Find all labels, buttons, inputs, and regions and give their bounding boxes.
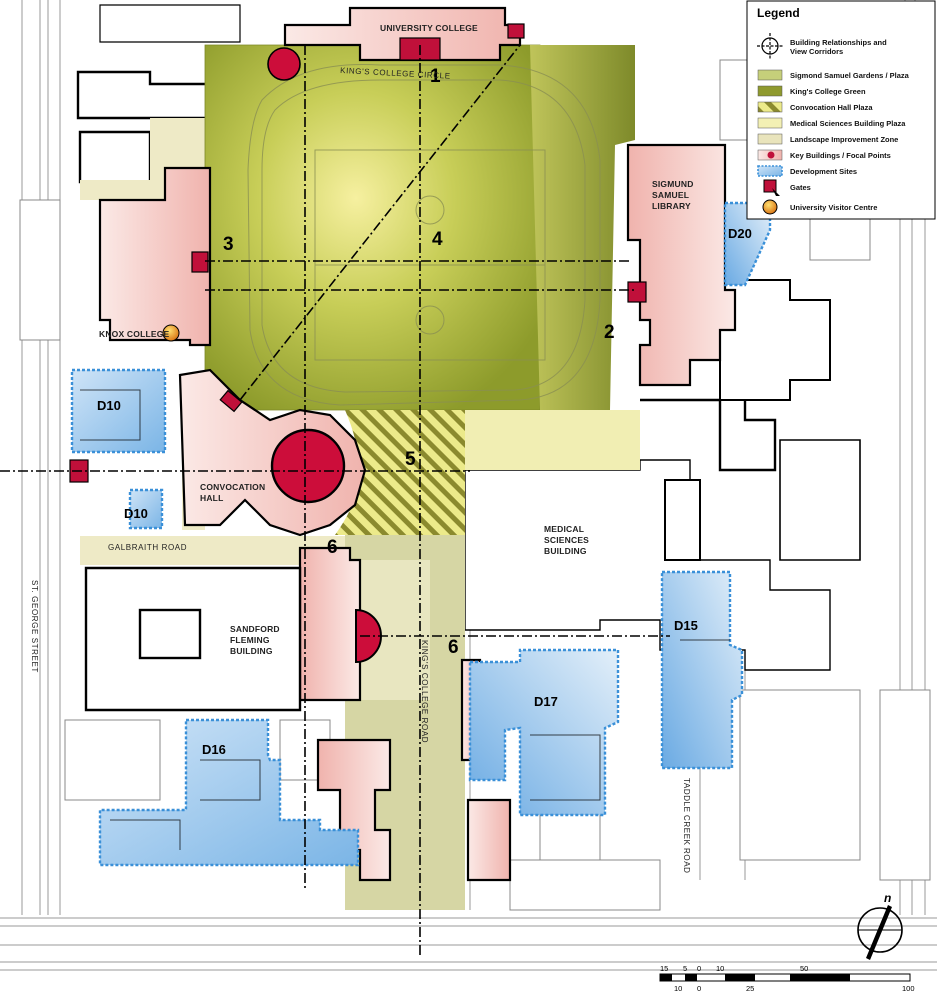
- area-number-5: 5: [405, 449, 416, 470]
- view-corridors: [0, 44, 670, 955]
- key-building-south-2: [466, 798, 512, 882]
- legend-swatch-development-sites: [757, 165, 783, 177]
- legend-label-sigmond-gardens: Sigmond Samuel Gardens / Plaza: [790, 71, 910, 80]
- label-sigmund-line-1: SIGMUND: [652, 179, 694, 189]
- label-taddle-creek-road: TADDLE CREEK ROAD: [682, 778, 691, 874]
- sigmund-samuel-gardens: [530, 45, 635, 410]
- label-convocation-line-2: HALL: [200, 493, 223, 503]
- scale-top-label-1: 15: [660, 964, 668, 973]
- gate-sigmund-samuel: [627, 281, 647, 303]
- green-linework: [247, 63, 601, 406]
- gates: [69, 23, 647, 483]
- legend-swatch-key-buildings: [757, 149, 783, 161]
- label-taddle-line-2: CREEK: [682, 815, 691, 846]
- gate-university-college-east: [507, 23, 525, 39]
- legend-swatch-medical-plaza: [757, 117, 783, 129]
- crosshair-icon: [757, 33, 783, 59]
- label-galbraith-road: GALBRAITH ROAD: [108, 543, 187, 552]
- medical-sciences-building-plaza: [420, 410, 640, 535]
- university-college-tower: [267, 47, 301, 81]
- legend-swatch-sigmond-gardens: [757, 69, 783, 81]
- area-number-4: 4: [432, 229, 443, 250]
- label-convocation-line-1: CONVOCATION: [200, 482, 265, 492]
- development-label-d16: D16: [202, 742, 226, 757]
- legend-label-convocation-plaza: Convocation Hall Plaza: [790, 103, 873, 112]
- scale-bottom-label-4: 100: [902, 984, 915, 993]
- area-number-1: 1: [430, 66, 441, 87]
- label-convocation-hall: CONVOCATION HALL: [200, 482, 265, 503]
- area-number-6-east: 6: [448, 637, 459, 658]
- gate-knox-college: [191, 251, 209, 273]
- area-number-6-north: 6: [327, 537, 338, 558]
- area-number-2: 2: [604, 322, 615, 343]
- sandford-fleming-building: [298, 546, 362, 702]
- label-medical-sciences-building: MEDICAL SCIENCES BUILDING: [544, 524, 589, 556]
- legend-label-kings-green: King's College Green: [790, 87, 866, 96]
- kings-college-green: [204, 44, 541, 411]
- label-sandford-line-3: BUILDING: [230, 646, 273, 656]
- legend-swatch-convocation-plaza: [757, 101, 783, 113]
- scale-top-label-3: 0: [697, 964, 701, 973]
- legend-label-landscape-zone: Landscape Improvement Zone: [790, 135, 898, 144]
- legend-label-gates: Gates: [790, 183, 811, 192]
- legend: Legend Building Relationships and View C…: [746, 0, 936, 220]
- development-label-d10-north: D10: [97, 398, 121, 413]
- legend-label-development-sites: Development Sites: [790, 167, 857, 176]
- development-label-d15: D15: [674, 618, 698, 633]
- label-medical-line-2: SCIENCES: [544, 535, 589, 545]
- label-medical-line-1: MEDICAL: [544, 524, 584, 534]
- label-university-college: UNIVERSITY COLLEGE: [380, 23, 478, 33]
- label-sandford-line-1: SANDFORD: [230, 624, 280, 634]
- legend-label-key-buildings: Key Buildings / Focal Points: [790, 151, 891, 160]
- label-sigmund-line-3: LIBRARY: [652, 201, 691, 211]
- convocation-hall-plaza: [335, 410, 465, 535]
- scale-top-label-2: 5: [683, 964, 687, 973]
- development-label-d20: D20: [728, 226, 752, 241]
- key-buildings: [98, 6, 737, 882]
- visitor-centre-legend-icon: [762, 199, 778, 215]
- label-knox-college: KNOX COLLEGE: [99, 329, 170, 339]
- knox-college-building: [98, 166, 212, 347]
- label-kings-college-road: KING'S COLLEGE ROAD: [420, 640, 429, 743]
- scale-top-label-5: 50: [800, 964, 808, 973]
- scale-bottom-label-2: 0: [697, 984, 701, 993]
- development-site-d17: [468, 648, 620, 817]
- north-arrow-icon: n: [857, 891, 903, 960]
- scale-top-label-4: 10: [716, 964, 724, 973]
- label-sandford-fleming-building: SANDFORD FLEMING BUILDING: [230, 624, 280, 656]
- scale-bottom-label-1: 10: [674, 984, 682, 993]
- area-number-3: 3: [223, 234, 234, 255]
- north-arrow-label: n: [884, 891, 891, 905]
- development-site-d16: [98, 718, 360, 867]
- legend-label-corridors-line-1: Building Relationships and: [790, 38, 887, 47]
- university-visitor-centre-icon: [162, 324, 180, 342]
- development-site-d15: [660, 570, 744, 770]
- label-st-george-street: ST. GEORGE STREET: [30, 580, 39, 673]
- development-site-d10-south: [128, 488, 164, 530]
- legend-title: Legend: [757, 6, 800, 20]
- key-building-south-1: [316, 738, 392, 882]
- legend-swatch-kings-green: [757, 85, 783, 97]
- label-sigmund-line-2: SAMUEL: [652, 190, 689, 200]
- gate-convocation-northwest: [219, 389, 243, 413]
- scale-bottom-label-3: 25: [746, 984, 754, 993]
- scale-bar: 15 5 0 10 50 10 0 25 100: [659, 964, 915, 993]
- label-sandford-line-2: FLEMING: [230, 635, 270, 645]
- legend-label-visitor-centre: University Visitor Centre: [790, 203, 877, 212]
- convocation-hall-dome: [270, 428, 346, 504]
- development-sites: [70, 201, 772, 867]
- development-site-linework: [80, 389, 730, 850]
- legend-label-medical-plaza: Medical Sciences Building Plaza: [790, 119, 906, 128]
- development-label-d10-south: D10: [124, 506, 148, 521]
- gate-icon: [763, 179, 780, 196]
- legend-label-corridors-line-2: View Corridors: [790, 47, 843, 56]
- label-medical-line-3: BUILDING: [544, 546, 587, 556]
- label-taddle-line-3: ROAD: [682, 848, 691, 874]
- legend-swatch-landscape-zone: [757, 133, 783, 145]
- label-sigmund-samuel-library: SIGMUND SAMUEL LIBRARY: [652, 179, 694, 211]
- label-taddle-line-1: TADDLE: [682, 778, 691, 813]
- development-label-d17: D17: [534, 694, 558, 709]
